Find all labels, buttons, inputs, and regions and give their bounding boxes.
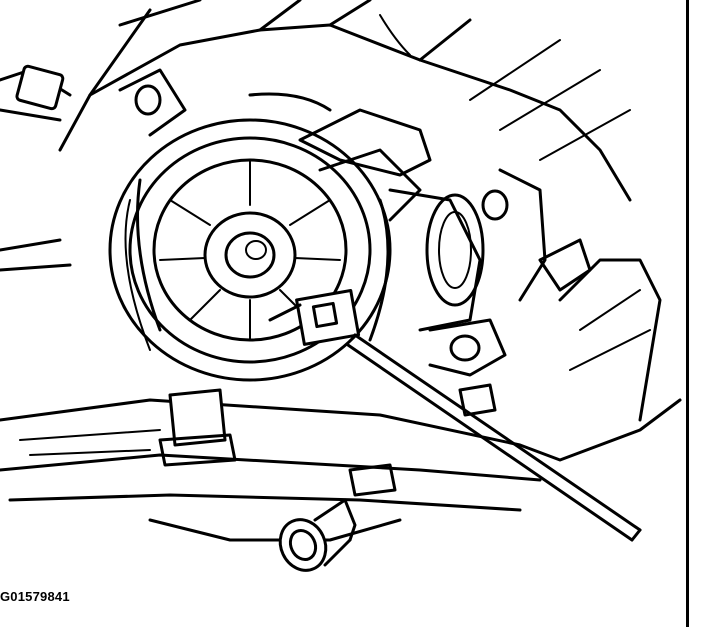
figure-id-label: G01579841 [0, 589, 70, 604]
electrical-connector [268, 288, 361, 346]
right-border-line [686, 0, 689, 627]
blower-motor [108, 118, 392, 382]
housing-feet [158, 388, 397, 497]
drain-tube [278, 498, 357, 572]
tool-rod [346, 333, 642, 542]
housing-base [0, 238, 682, 542]
mounting-tab [428, 318, 507, 417]
motor-bracket [118, 68, 547, 332]
wire-lead [248, 14, 411, 112]
blower-housing [0, 0, 632, 202]
